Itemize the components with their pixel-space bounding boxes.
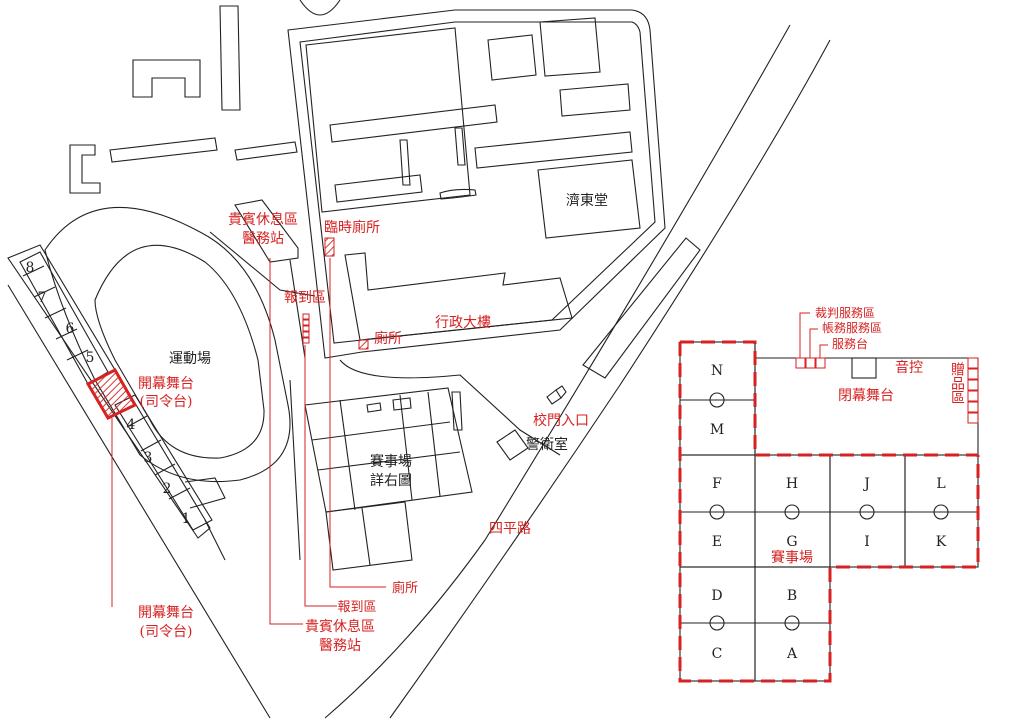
- gate-label[interactable]: 校門入口: [533, 412, 589, 429]
- sound-control-label[interactable]: 音控: [895, 359, 923, 376]
- callout-stage-sub: (司令台): [140, 624, 193, 640]
- gift-area-label[interactable]: 贈品區: [949, 362, 965, 404]
- venue-detail: [678, 312, 980, 683]
- callout-guest[interactable]: 貴賓休息區: [305, 618, 375, 635]
- court-label[interactable]: B: [787, 588, 797, 604]
- callout-labels: 廁所 報到區 貴賓休息區 醫務站 開幕舞台 (司令台): [138, 580, 418, 654]
- bleacher-number: 6: [66, 321, 75, 337]
- court-label[interactable]: N: [711, 363, 723, 379]
- callout-medical[interactable]: 醫務站: [319, 638, 361, 654]
- court-label[interactable]: H: [786, 476, 798, 492]
- referee-area-label[interactable]: 裁判服務區: [815, 306, 875, 320]
- court-label[interactable]: I: [864, 534, 870, 550]
- court-label[interactable]: A: [786, 646, 798, 662]
- bleacher-number: 7: [38, 290, 47, 306]
- checkin-marker[interactable]: [302, 313, 310, 344]
- court-label[interactable]: D: [711, 588, 722, 604]
- accounting-area-label[interactable]: 帳務服務區: [822, 321, 882, 335]
- toilet-marker[interactable]: [358, 339, 369, 350]
- court-label[interactable]: K: [936, 534, 947, 550]
- guest-area-label[interactable]: 貴賓休息區: [228, 211, 298, 228]
- callout-stage[interactable]: 開幕舞台: [138, 605, 194, 621]
- court-label[interactable]: J: [862, 476, 870, 492]
- opening-stage-marker[interactable]: [85, 368, 138, 420]
- temp-toilet-marker[interactable]: [324, 237, 335, 257]
- guard-room-label[interactable]: 警衛室: [526, 436, 568, 453]
- checkin-area-label[interactable]: 報到區: [284, 290, 326, 306]
- campus-labels: 貴賓休息區 醫務站 臨時廁所 報到區 廁所 行政大樓 濟東堂 運動場 開幕舞台 …: [138, 193, 608, 537]
- venue-labels: 裁判服務區 帳務服務區 服務台 音控 閉幕舞台 贈品區 賽事場: [771, 306, 965, 566]
- callout-lines: [111, 258, 386, 625]
- temp-toilet-label[interactable]: 臨時廁所: [324, 219, 380, 236]
- arena-label[interactable]: 賽事場: [771, 549, 813, 566]
- jidong-hall-label[interactable]: 濟東堂: [566, 193, 608, 209]
- court-letters: N M F E H G J I L K D C B A: [710, 363, 947, 662]
- callout-toilet[interactable]: 廁所: [392, 580, 418, 596]
- toilet-label[interactable]: 廁所: [374, 330, 402, 347]
- callout-checkin[interactable]: 報到區: [337, 600, 376, 615]
- court-label[interactable]: G: [786, 534, 797, 550]
- bleacher-numbers: 8 7 6 5 4 3 2 1: [26, 260, 191, 527]
- venue-map-label: 詳右圖: [370, 473, 412, 489]
- court-label[interactable]: F: [712, 476, 722, 492]
- opening-stage-sub-label: (司令台): [140, 394, 193, 410]
- bleacher-number: 8: [26, 260, 35, 276]
- road-label: 四平路: [489, 521, 531, 537]
- court-label[interactable]: E: [712, 534, 722, 550]
- bleacher-number: 5: [86, 350, 95, 366]
- court-label[interactable]: M: [710, 422, 724, 438]
- service-desk-label[interactable]: 服務台: [832, 336, 868, 351]
- opening-stage-label[interactable]: 開幕舞台: [138, 376, 194, 392]
- court-label[interactable]: L: [936, 476, 945, 492]
- bleacher-number: 2: [163, 481, 172, 497]
- bleacher-number: 4: [127, 417, 136, 433]
- medical-station-label[interactable]: 醫務站: [242, 231, 284, 247]
- court-label[interactable]: C: [712, 646, 723, 662]
- bleacher-number: 1: [182, 511, 191, 527]
- campus-buildings: [7, 0, 831, 719]
- closing-stage-label[interactable]: 閉幕舞台: [838, 388, 894, 404]
- bleacher-number: 3: [144, 450, 153, 466]
- venue-label[interactable]: 賽事場: [370, 453, 412, 470]
- admin-building-label[interactable]: 行政大樓: [435, 315, 491, 331]
- playground-label[interactable]: 運動場: [169, 351, 211, 367]
